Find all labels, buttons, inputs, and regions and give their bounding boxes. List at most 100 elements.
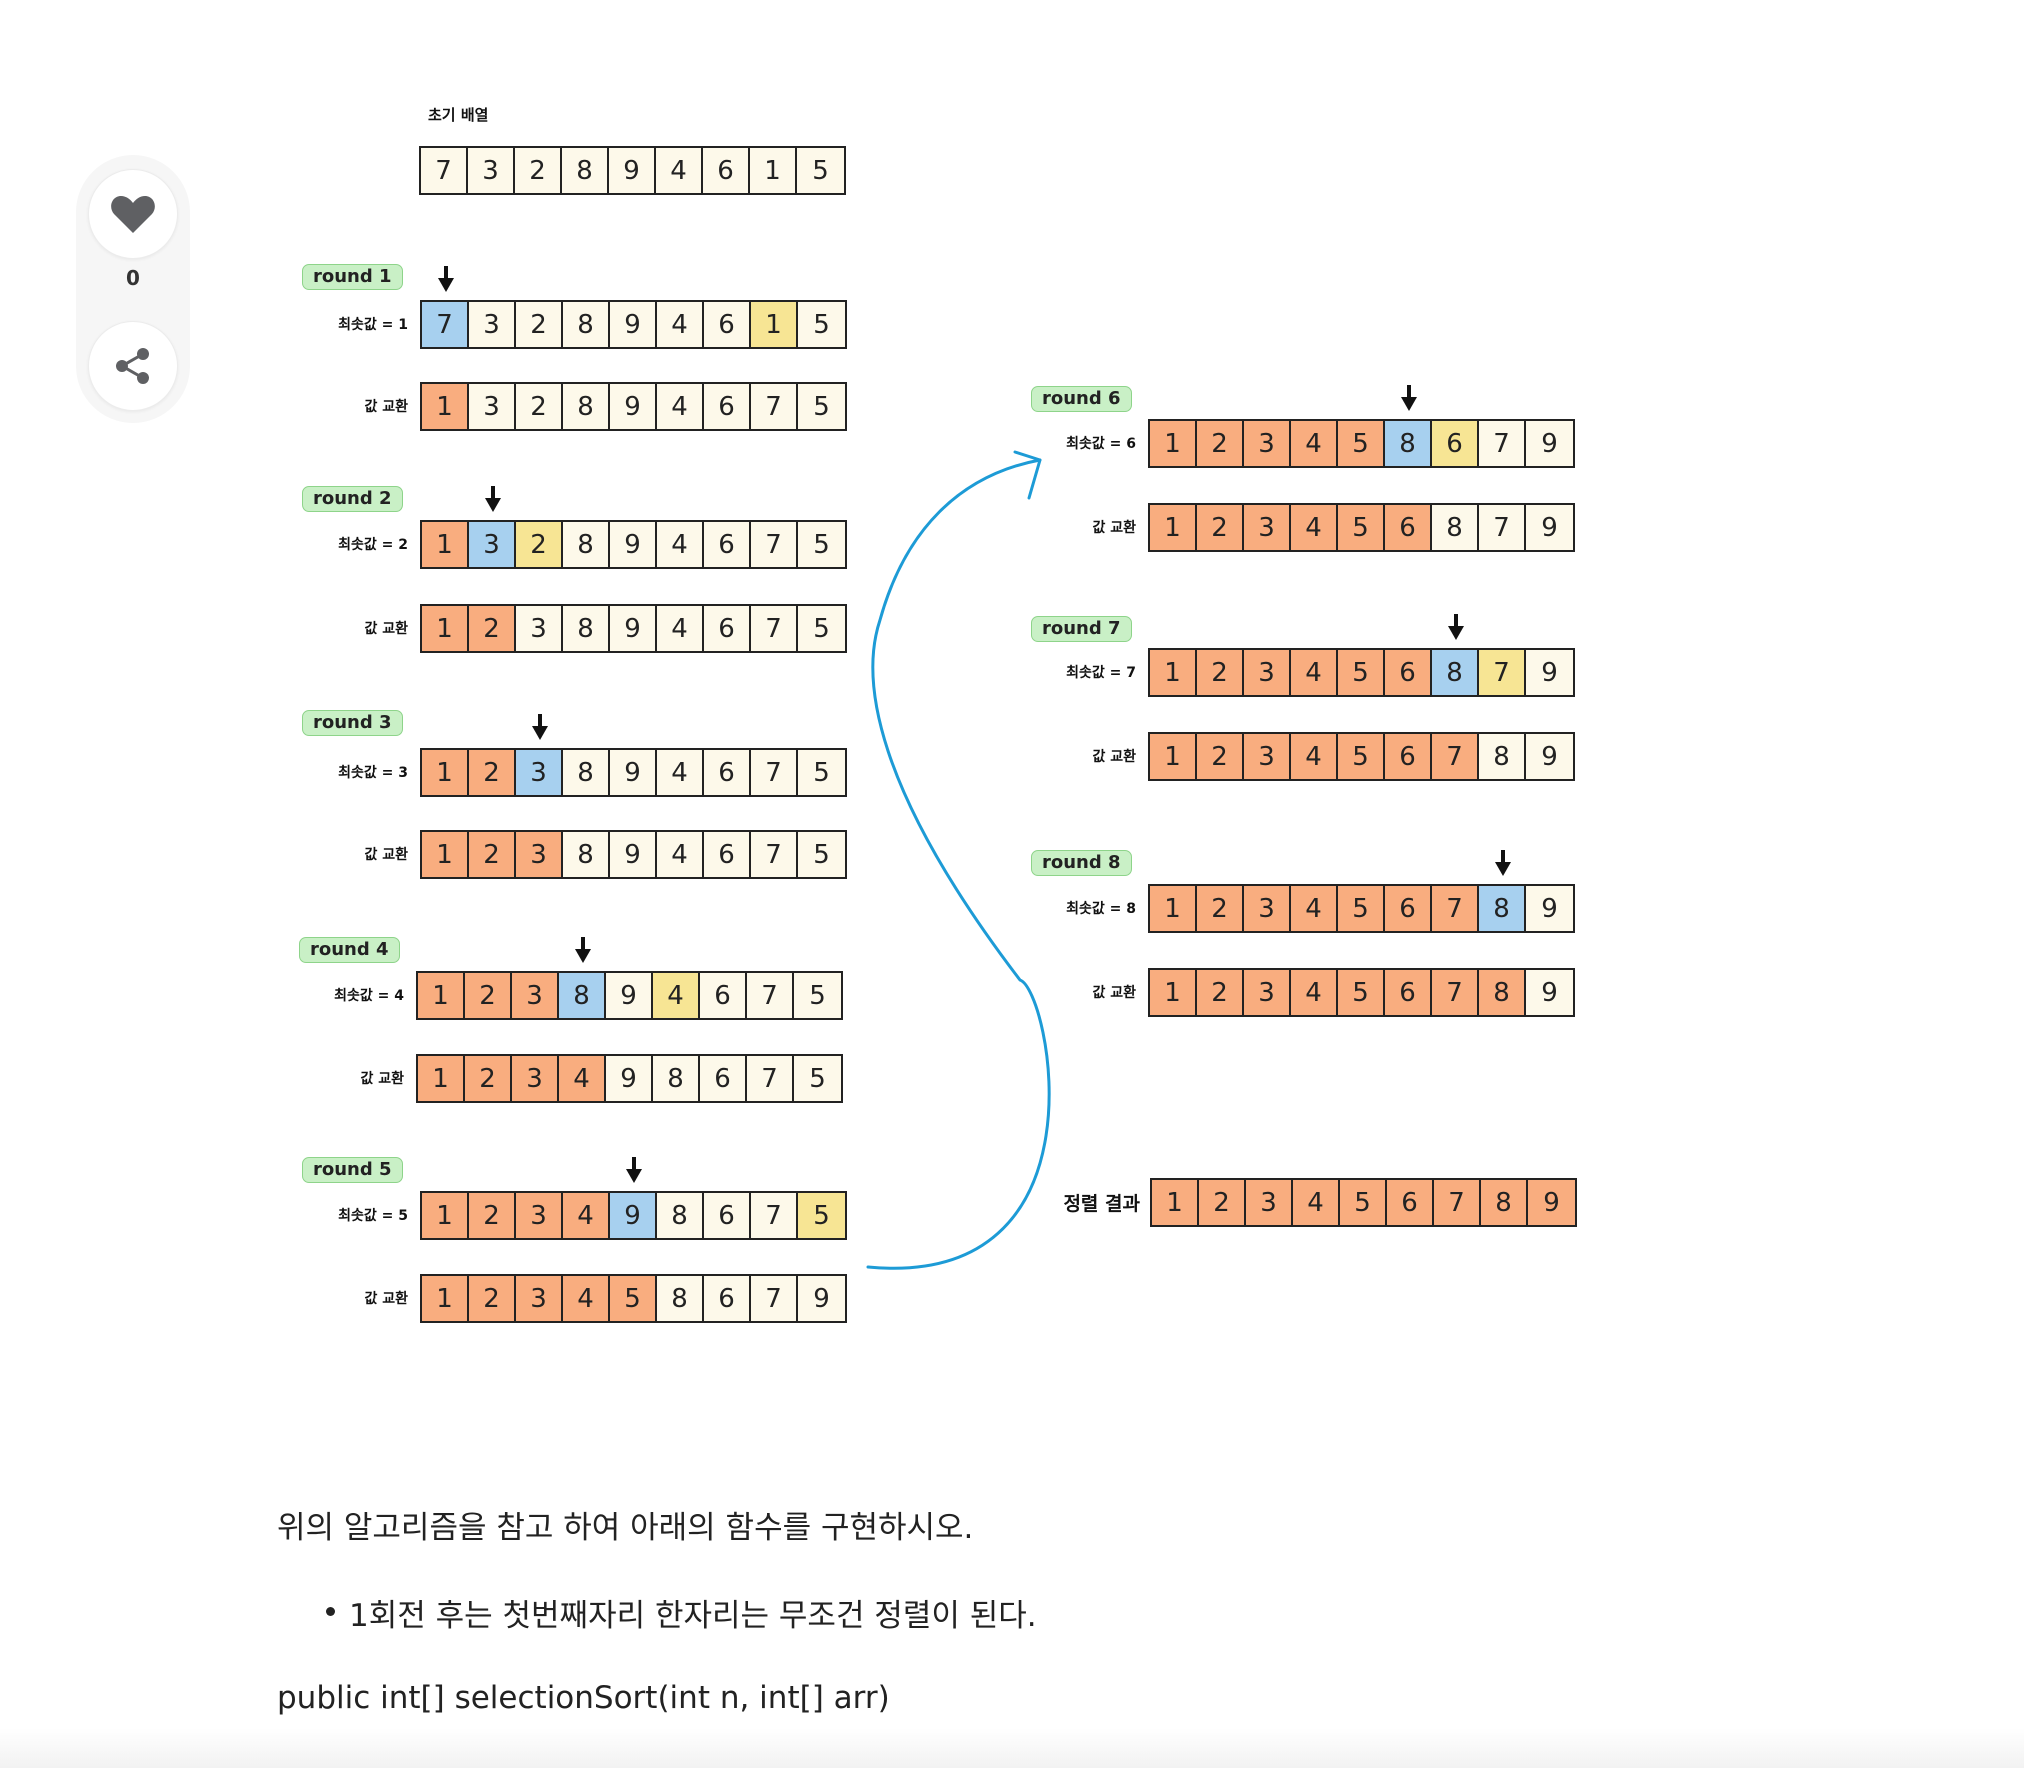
bottom-fade	[0, 1728, 2024, 1768]
array-cell: 6	[703, 148, 750, 193]
array-cell: 5	[794, 1056, 841, 1101]
array-cell: 5	[794, 973, 841, 1018]
array-cell: 2	[516, 384, 563, 429]
array-cell: 8	[563, 384, 610, 429]
array-cell: 7	[747, 1056, 794, 1101]
array-cell: 3	[516, 750, 563, 795]
array-cell: 5	[798, 1193, 845, 1238]
array-cell: 2	[469, 606, 516, 651]
array-cell: 3	[1244, 421, 1291, 466]
array-cell: 9	[610, 832, 657, 877]
array-cell: 6	[704, 832, 751, 877]
array-cell: 5	[1338, 970, 1385, 1015]
array-cell: 1	[750, 148, 797, 193]
array-cell: 9	[610, 384, 657, 429]
round-badge-2: round 2	[302, 486, 403, 512]
pointer-arrow-icon	[1448, 614, 1464, 640]
array-cell: 8	[559, 973, 606, 1018]
array-cell: 6	[1385, 650, 1432, 695]
array-cell: 5	[1338, 421, 1385, 466]
swap-label-8: 값 교환	[1092, 985, 1136, 1001]
array-cell: 2	[469, 1193, 516, 1238]
swap-label-4: 값 교환	[360, 1071, 404, 1087]
array-cell: 4	[563, 1193, 610, 1238]
array-cell: 1	[422, 1276, 469, 1321]
array-cell: 8	[657, 1193, 704, 1238]
array-cell: 9	[1528, 1180, 1575, 1225]
final-result-label: 정렬 결과	[1063, 1193, 1140, 1215]
array-cell: 4	[1291, 650, 1338, 695]
array-cell: 8	[657, 1276, 704, 1321]
swap-label-6: 값 교환	[1092, 520, 1136, 536]
array-cell: 5	[610, 1276, 657, 1321]
min-value-label-8: 최솟값 = 8	[1066, 901, 1136, 917]
array-cell: 3	[469, 522, 516, 567]
array-cell: 9	[610, 750, 657, 795]
round-badge-8: round 8	[1031, 850, 1132, 876]
swap-label-3: 값 교환	[364, 847, 408, 863]
array-cell: 1	[418, 1056, 465, 1101]
array-cell: 2	[469, 1276, 516, 1321]
array-cell: 1	[1150, 505, 1197, 550]
array-cell: 3	[516, 1193, 563, 1238]
array-cell: 2	[469, 750, 516, 795]
array-cell: 1	[1150, 970, 1197, 1015]
array-cell: 3	[516, 1276, 563, 1321]
array-cell: 9	[609, 148, 656, 193]
round-badge-1: round 1	[302, 264, 403, 290]
array-cell: 1	[422, 522, 469, 567]
array-cell: 7	[1432, 734, 1479, 779]
array-cell: 7	[751, 522, 798, 567]
round-badge-6: round 6	[1031, 386, 1132, 412]
array-cell: 5	[798, 750, 845, 795]
pointer-arrow-icon	[485, 486, 501, 512]
array-cell: 8	[1481, 1180, 1528, 1225]
pointer-arrow-icon	[1495, 850, 1511, 876]
array-cell: 1	[422, 384, 469, 429]
array-cell: 1	[422, 606, 469, 651]
array-cell: 3	[1244, 505, 1291, 550]
array-cell: 1	[1150, 421, 1197, 466]
array-cell: 5	[798, 522, 845, 567]
like-button[interactable]	[88, 169, 178, 259]
array-cell: 3	[1244, 734, 1291, 779]
swap-label-7: 값 교환	[1092, 749, 1136, 765]
array-cell: 2	[1197, 886, 1244, 931]
array-cell: 7	[751, 750, 798, 795]
method-signature: public int[] selectionSort(int n, int[] …	[277, 1680, 890, 1716]
array-cell: 3	[512, 1056, 559, 1101]
array-cell: 2	[516, 522, 563, 567]
min-value-label-7: 최솟값 = 7	[1066, 665, 1136, 681]
array-cell: 4	[563, 1276, 610, 1321]
array-cell: 2	[515, 148, 562, 193]
array-cell: 3	[1244, 970, 1291, 1015]
array-cell: 8	[1432, 650, 1479, 695]
array-cell: 5	[798, 832, 845, 877]
array-cell: 6	[1432, 421, 1479, 466]
array-cell: 6	[704, 302, 751, 347]
array-cell: 9	[610, 302, 657, 347]
array-cell: 7	[1479, 505, 1526, 550]
array-cell: 6	[1385, 886, 1432, 931]
array-cell: 4	[559, 1056, 606, 1101]
array-cell: 2	[1197, 970, 1244, 1015]
reaction-sidebar: 0	[76, 155, 190, 423]
round-badge-3: round 3	[302, 710, 403, 736]
array-cell: 5	[1338, 886, 1385, 931]
array-cell: 9	[610, 606, 657, 651]
round-badge-4: round 4	[299, 937, 400, 963]
array-cell: 2	[1197, 650, 1244, 695]
array-cell: 3	[1244, 886, 1291, 931]
array-cell: 1	[1150, 886, 1197, 931]
bullet-dot	[326, 1607, 335, 1616]
initial-array-label: 초기 배열	[428, 106, 489, 124]
share-button[interactable]	[88, 321, 178, 411]
heart-icon	[111, 196, 155, 233]
